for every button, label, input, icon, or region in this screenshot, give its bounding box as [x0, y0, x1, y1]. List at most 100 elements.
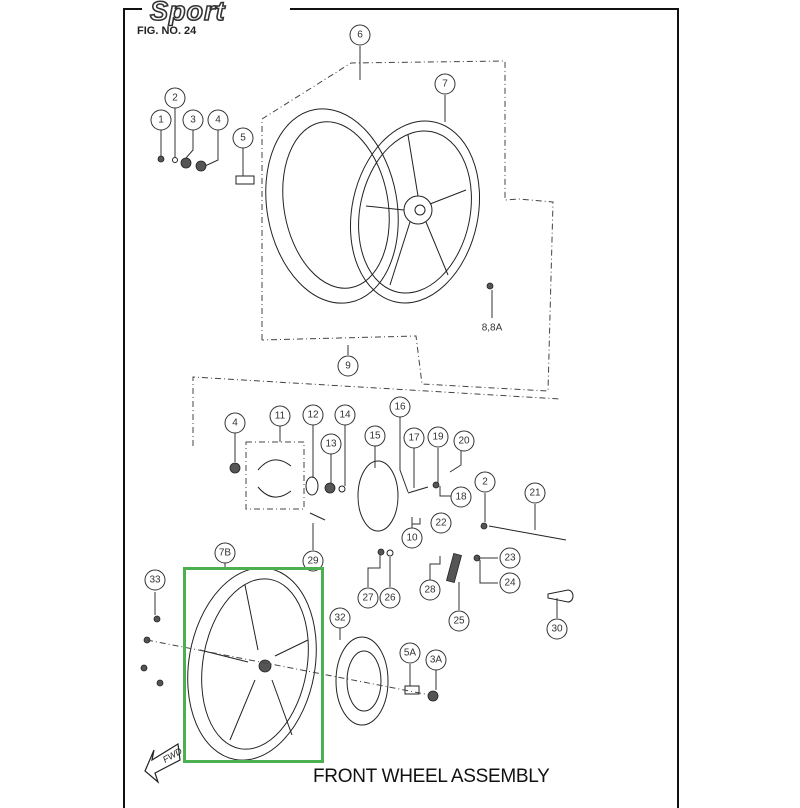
callout-8-8A[interactable]: 8,8A — [482, 323, 503, 334]
callout-label: 15 — [369, 431, 381, 442]
callout-18[interactable]: 18 — [450, 486, 472, 508]
callout-16[interactable]: 16 — [389, 396, 411, 418]
callout-bubble — [434, 73, 456, 95]
callout-9[interactable]: 9 — [337, 355, 359, 377]
brand-logo: Sport — [149, 0, 226, 27]
callout-29[interactable]: 29 — [302, 550, 324, 572]
callout-bubble — [427, 426, 449, 448]
callout-bubble — [450, 486, 472, 508]
callout-3A[interactable]: 3A — [425, 649, 447, 671]
tire-part-6 — [265, 108, 399, 304]
callout-13[interactable]: 13 — [320, 433, 342, 455]
callout-bubble — [357, 587, 379, 609]
callout-bubble — [269, 405, 291, 427]
callout-label: 13 — [325, 439, 337, 450]
callout-label: 32 — [334, 613, 346, 624]
callout-2[interactable]: 2 — [164, 87, 186, 109]
callout-17[interactable]: 17 — [403, 427, 425, 449]
callout-27[interactable]: 27 — [357, 587, 379, 609]
callout-3[interactable]: 3 — [182, 109, 204, 131]
diagram-caption: FRONT WHEEL ASSEMBLY — [313, 766, 550, 787]
callout-14[interactable]: 14 — [334, 404, 356, 426]
callout-10[interactable]: 10 — [401, 527, 423, 549]
callout-label: 3A — [430, 655, 443, 666]
callout-label: 21 — [529, 488, 541, 499]
callout-30[interactable]: 30 — [546, 618, 568, 640]
callout-bubble — [150, 109, 172, 131]
group-9-boundary — [261, 60, 554, 392]
callout-bubble — [207, 109, 229, 131]
diagram-frame — [123, 8, 679, 808]
callout-bubble — [302, 404, 324, 426]
callout-label: 28 — [424, 585, 436, 596]
callout-bubble — [214, 542, 236, 564]
callout-6[interactable]: 6 — [349, 24, 371, 46]
callout-1[interactable]: 1 — [150, 109, 172, 131]
callout-bubble — [182, 109, 204, 131]
leaders-lower — [146, 563, 437, 696]
callout-7B[interactable]: 7B — [214, 542, 236, 564]
axle-parts-lower — [404, 685, 439, 702]
callout-label: 6 — [357, 30, 363, 41]
callout-2[interactable]: 2 — [474, 471, 496, 493]
callout-bubble — [401, 527, 423, 549]
callout-20[interactable]: 20 — [453, 430, 475, 452]
callout-label: 5 — [240, 133, 246, 144]
callout-5[interactable]: 5 — [232, 127, 254, 149]
callout-label: 2 — [172, 93, 178, 104]
callout-21[interactable]: 21 — [524, 482, 546, 504]
callout-bubble — [453, 430, 475, 452]
callout-22[interactable]: 22 — [430, 512, 452, 534]
callout-11[interactable]: 11 — [269, 405, 291, 427]
callout-7[interactable]: 7 — [434, 73, 456, 95]
callout-label: 10 — [406, 533, 418, 544]
callout-4[interactable]: 4 — [207, 109, 229, 131]
callout-label: 12 — [307, 410, 319, 421]
callout-bubble — [425, 649, 447, 671]
callout-label: 7 — [442, 79, 448, 90]
forward-arrow: FWD — [144, 743, 184, 784]
callout-label: 9 — [345, 361, 351, 372]
callout-bubble — [499, 547, 521, 569]
highlight-box-7B[interactable] — [183, 567, 324, 763]
callout-label: 30 — [551, 624, 563, 635]
callout-label: 2 — [482, 477, 488, 488]
callout-label: 23 — [504, 553, 516, 564]
callout-label: 11 — [275, 411, 286, 422]
callout-5A[interactable]: 5A — [399, 642, 421, 664]
rim-part-7 — [349, 120, 481, 304]
callout-label: 8,8A — [482, 323, 503, 334]
callout-28[interactable]: 28 — [419, 579, 441, 601]
callout-24[interactable]: 24 — [499, 572, 521, 594]
leaders-top — [160, 46, 493, 355]
callout-label: 19 — [432, 432, 444, 443]
callout-15[interactable]: 15 — [364, 425, 386, 447]
callout-23[interactable]: 23 — [499, 547, 521, 569]
callout-bubble — [302, 550, 324, 572]
callout-bubble — [364, 425, 386, 447]
callout-4[interactable]: 4 — [224, 412, 246, 434]
callout-label: 22 — [435, 518, 447, 529]
callout-label: 4 — [215, 115, 221, 126]
callout-bubble — [546, 618, 568, 640]
callout-label: 5A — [404, 648, 417, 659]
callout-bubble — [337, 355, 359, 377]
callout-33[interactable]: 33 — [144, 569, 166, 591]
callout-bubble — [399, 642, 421, 664]
bolts-33 — [140, 615, 164, 687]
callout-19[interactable]: 19 — [427, 426, 449, 448]
callout-bubble — [349, 24, 371, 46]
callout-26[interactable]: 26 — [379, 587, 401, 609]
callout-bubble — [474, 471, 496, 493]
callout-25[interactable]: 25 — [448, 610, 470, 632]
callout-label: 25 — [453, 616, 465, 627]
callout-bubble — [320, 433, 342, 455]
logo-gap — [142, 0, 290, 22]
callout-label: 20 — [458, 436, 470, 447]
callout-12[interactable]: 12 — [302, 404, 324, 426]
callout-bubble — [448, 610, 470, 632]
callout-32[interactable]: 32 — [329, 607, 351, 629]
callout-bubble — [329, 607, 351, 629]
